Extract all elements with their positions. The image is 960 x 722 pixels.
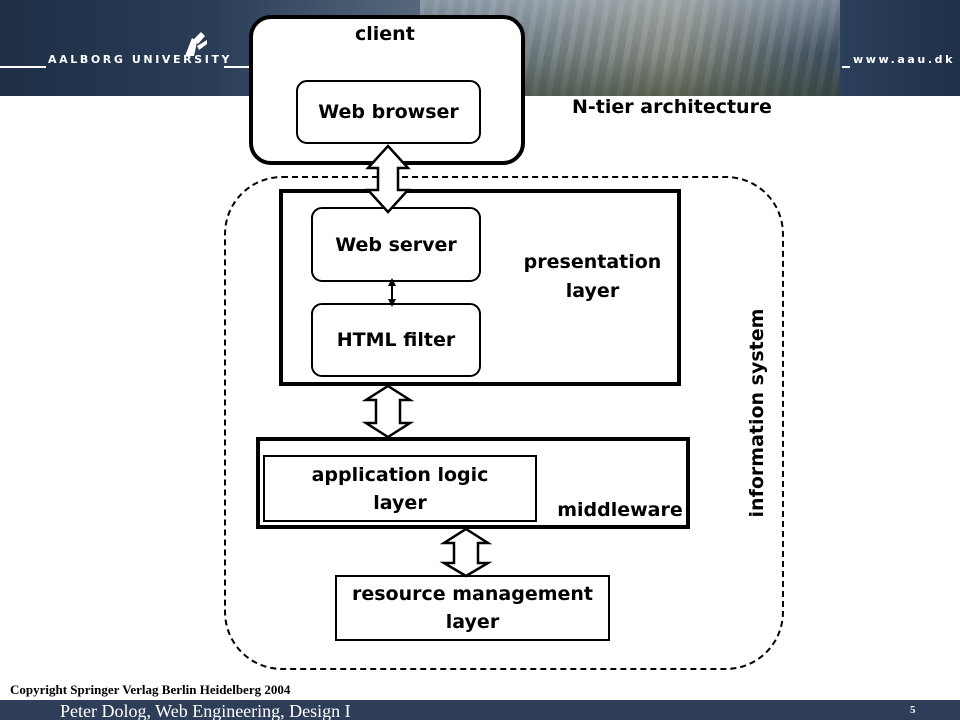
university-url: www.aau.dk	[853, 53, 956, 66]
copyright-note: Copyright Springer Verlag Berlin Heidelb…	[10, 682, 291, 697]
footer-bar: Peter Dolog, Web Engineering, Design I 5	[0, 700, 960, 721]
header-rule-mid	[224, 66, 250, 68]
university-name: AALBORG UNIVERSITY	[48, 53, 233, 66]
double-arrow-presentation-middleware	[361, 384, 415, 439]
web-browser-node: Web browser	[296, 80, 481, 144]
html-filter-node: HTML filter	[311, 303, 481, 377]
information-system-boundary	[224, 176, 784, 670]
diagram-title: N-tier architecture	[572, 96, 772, 118]
university-logo-icon	[185, 32, 207, 56]
web-browser-label: Web browser	[318, 101, 459, 123]
resource-management-node: resource management layer	[335, 575, 610, 641]
footer-author: Peter Dolog, Web Engineering, Design I	[60, 701, 351, 721]
header-rule-right	[842, 66, 850, 68]
client-label: client	[355, 23, 415, 45]
page-number: 5	[910, 704, 916, 716]
double-arrow-client-presentation	[365, 144, 411, 214]
thin-arrow-webserver-htmlfilter	[388, 278, 396, 307]
html-filter-label: HTML filter	[336, 329, 456, 351]
web-server-label: Web server	[335, 233, 457, 256]
application-logic-node: application logic layer	[263, 455, 537, 522]
middleware-label: middleware	[557, 499, 683, 521]
web-server-node: Web server	[311, 207, 481, 282]
presentation-layer-label: presentation layer	[523, 251, 662, 302]
double-arrow-middleware-resource	[439, 527, 493, 578]
header-rule-left	[0, 66, 46, 68]
